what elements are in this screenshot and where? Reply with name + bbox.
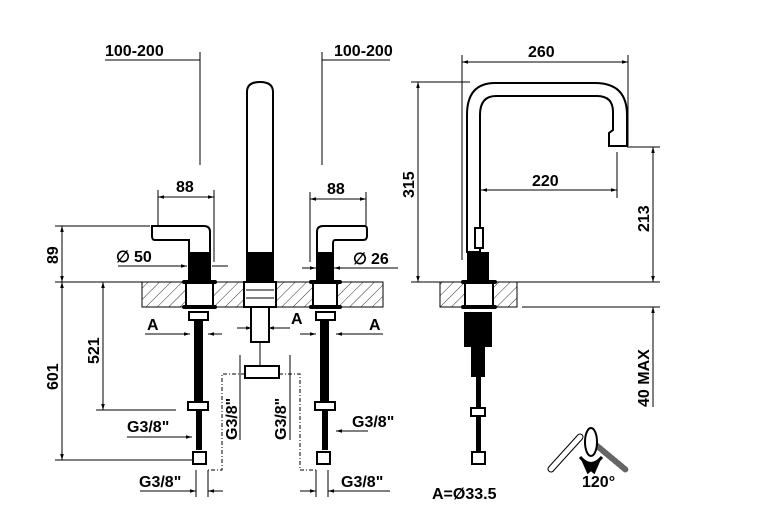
dim-diameter-left: 50 — [134, 249, 152, 266]
right-valve — [309, 225, 368, 465]
dim-height-spout: 213 — [636, 205, 653, 232]
dim-reach-total: 260 — [528, 44, 555, 61]
lever-rotation-icon — [547, 427, 629, 475]
rotation-angle: 120° — [582, 474, 615, 491]
dim-spacing-right: 100-200 — [334, 43, 393, 60]
dim-handle-width-right: 88 — [327, 181, 345, 198]
thread-left-lower: G3/8" — [139, 474, 181, 491]
dim-handle-width-left: 88 — [176, 179, 194, 196]
dim-length-521: 521 — [86, 337, 103, 364]
diameter-symbol-left: ∅ — [116, 249, 130, 266]
dim-reach-spout: 220 — [532, 173, 559, 190]
spout-side — [466, 82, 628, 253]
dim-height-total: 315 — [401, 171, 418, 198]
thread-right-upper: G3/8" — [352, 414, 394, 431]
dim-length-601: 601 — [45, 363, 62, 390]
dim-spacing-left: 100-200 — [105, 43, 164, 60]
label-a-center: A — [291, 311, 303, 328]
spout-front — [243, 80, 280, 379]
left-valve — [151, 225, 217, 465]
hose-left-dashed — [208, 373, 245, 471]
label-a-left: A — [147, 317, 159, 334]
note-a-diameter: A=Ø33.5 — [432, 486, 497, 503]
dim-deck-max: 40 MAX — [636, 349, 653, 407]
thread-center-left: G3/8" — [224, 398, 241, 440]
thread-right-lower: G3/8" — [341, 474, 383, 491]
front-view: 100-200 100-200 88 88 ∅ 50 ∅ 26 89 601 5… — [45, 43, 398, 497]
label-a-right: A — [369, 317, 381, 334]
thread-left-upper: G3/8" — [127, 419, 169, 436]
side-view: 260 315 220 213 40 MAX A=Ø33.5 120° — [401, 44, 660, 503]
thread-center-right: G3/8" — [273, 398, 290, 440]
dim-diameter-right: 26 — [371, 251, 389, 268]
dim-handle-height: 89 — [45, 246, 62, 264]
diameter-symbol-right: ∅ — [353, 251, 367, 268]
